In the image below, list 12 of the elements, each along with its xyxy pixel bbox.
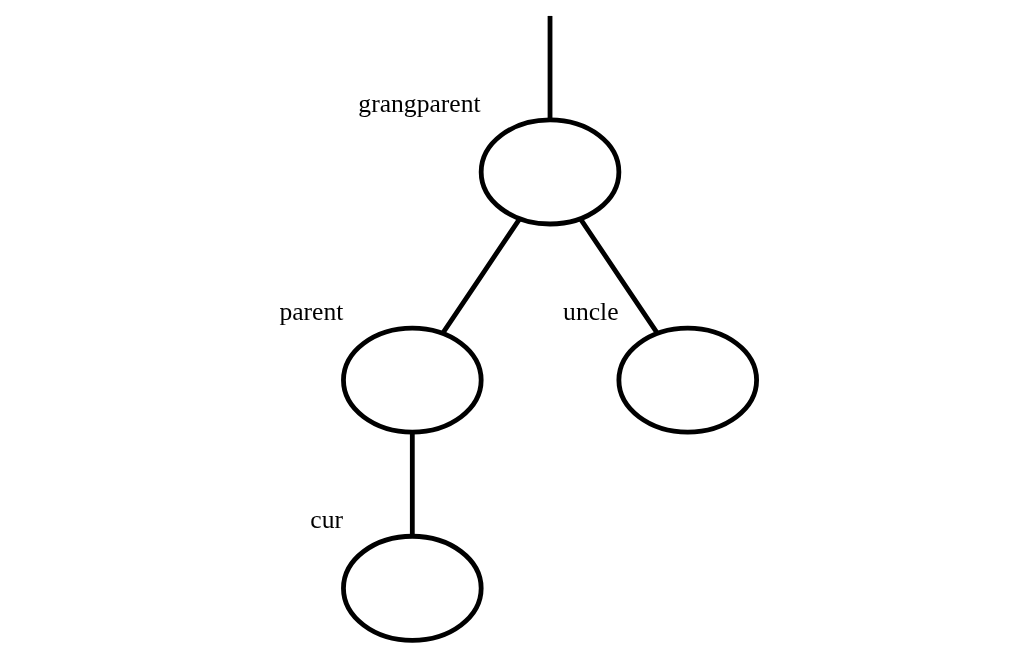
- node-label: cur: [310, 504, 343, 534]
- connector: [547, 15, 553, 120]
- node-circle: [341, 533, 484, 643]
- connector: [409, 432, 415, 536]
- node-label: parent: [279, 296, 344, 326]
- node-label: uncle: [563, 296, 619, 326]
- node-label: grangparent: [358, 88, 481, 118]
- node-circle: [616, 325, 759, 435]
- node-circle: [478, 117, 622, 227]
- connector: [578, 217, 660, 335]
- connector: [440, 217, 522, 335]
- node-circle: [341, 325, 484, 435]
